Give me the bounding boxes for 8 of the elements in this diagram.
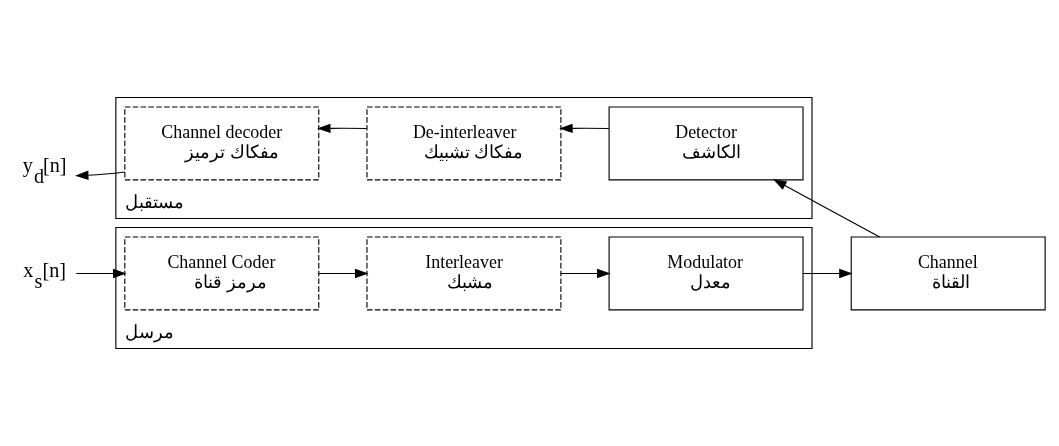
arrow — [560, 268, 611, 279]
arrow — [75, 268, 127, 279]
arrow — [75, 170, 126, 180]
arrow — [317, 123, 368, 134]
arrow — [318, 268, 369, 279]
arrow — [773, 179, 881, 238]
arrow — [802, 268, 853, 279]
arrow — [559, 123, 610, 134]
